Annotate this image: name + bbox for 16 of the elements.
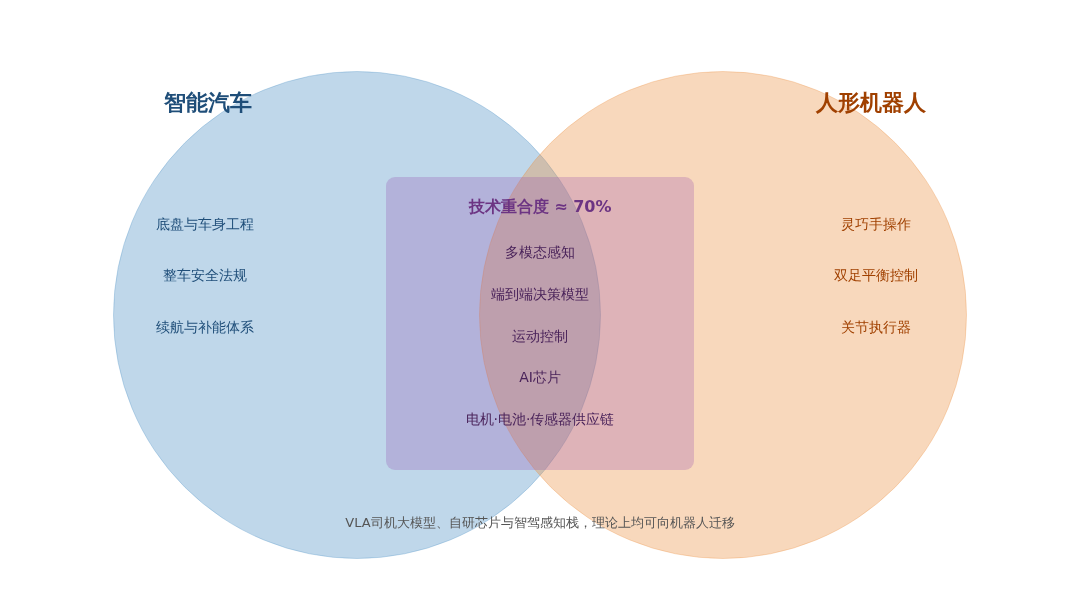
set-heading: 智能汽车 (164, 89, 252, 117)
caption-text: VLA司机大模型、自研芯片与智驾感知栈，理论上均可向机器人迁移 (345, 515, 735, 531)
set-item: 双足平衡控制 (834, 266, 918, 284)
overlap-item: 电机·电池·传感器供应链 (465, 410, 615, 428)
set-item: 底盘与车身工程 (156, 215, 254, 233)
overlap-item: 运动控制 (512, 327, 568, 345)
set-item: 灵巧手操作 (841, 215, 911, 233)
set-item: 整车安全法规 (163, 266, 247, 284)
set-item: 关节执行器 (841, 318, 911, 336)
overlap-heading: 技术重合度 ≈ 70% (468, 197, 612, 217)
overlap-item: 多模态感知 (505, 243, 575, 261)
overlap-item: 端到端决策模型 (491, 285, 589, 303)
set-heading: 人形机器人 (816, 89, 926, 117)
overlap-item: AI芯片 (519, 368, 561, 386)
set-item: 续航与补能体系 (156, 318, 254, 336)
overlap-panel (386, 177, 694, 470)
